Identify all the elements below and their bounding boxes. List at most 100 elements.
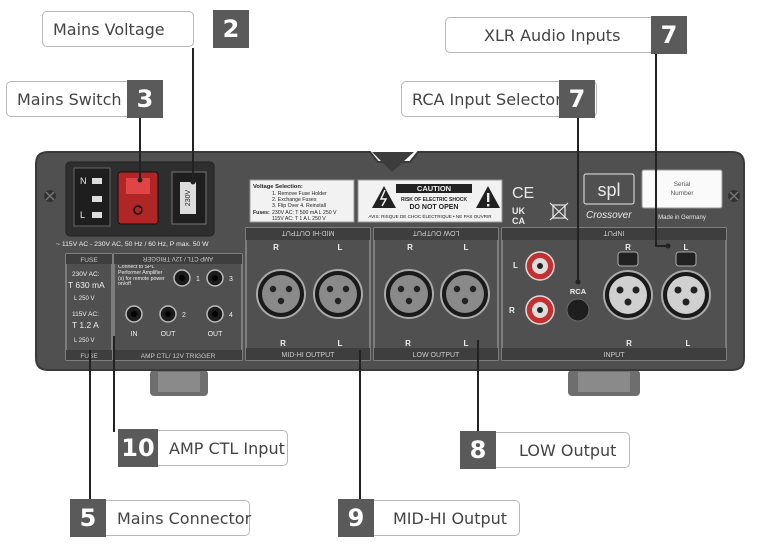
low-top-label: LOW OUTPUT bbox=[412, 229, 459, 236]
rca-l-label: L bbox=[513, 261, 518, 270]
ce-mark: CE bbox=[512, 185, 534, 202]
xlr-in-r-bottom: R bbox=[626, 339, 632, 348]
midhi-output-panel: MID-HI OUTPUT MID-HI OUTPUT R L R L bbox=[245, 227, 371, 361]
rca-selector-button[interactable] bbox=[566, 298, 590, 322]
callout-number: 7 bbox=[559, 80, 595, 118]
fuse-115-label: 115V AC: bbox=[72, 311, 99, 318]
xlr-input-r[interactable] bbox=[603, 251, 653, 320]
screw-left bbox=[44, 190, 56, 202]
midhi-l-bottom: L bbox=[338, 339, 343, 348]
callout-label: Mains Switch bbox=[6, 81, 148, 117]
xlr-output-low-r[interactable] bbox=[384, 269, 434, 319]
callout-mains-switch: Mains Switch 3 bbox=[6, 80, 163, 118]
made-in: Made in Germany bbox=[658, 215, 706, 221]
callout-number: 5 bbox=[70, 499, 106, 537]
mains-rating: ~ 115V AC - 230V AC, 50 Hz / 60 Hz, P ma… bbox=[56, 241, 209, 248]
callout-number: 2 bbox=[213, 10, 249, 48]
low-output-panel: LOW OUTPUT LOW OUTPUT R L R L bbox=[373, 227, 499, 361]
weee-bin-icon bbox=[549, 202, 569, 221]
xlr-output-midhi-l[interactable] bbox=[313, 269, 363, 319]
midhi-r-bottom: R bbox=[280, 339, 286, 348]
callout-mains-connector: Mains Connector 5 bbox=[70, 499, 251, 537]
jack-3[interactable] bbox=[206, 269, 224, 287]
amp-ctl-top-label: AMP CTL / 12V TRIGGER bbox=[142, 255, 213, 261]
callout-number: 7 bbox=[651, 16, 687, 54]
rca-selector-label: RCA bbox=[570, 287, 587, 296]
ukca-mark-bottom: CA bbox=[512, 216, 525, 226]
callout-label: MID-HI Output bbox=[338, 500, 520, 536]
jack-label-out-1: OUT bbox=[161, 331, 177, 338]
callout-number: 10 bbox=[118, 429, 158, 467]
input-bottom-label: INPUT bbox=[604, 352, 626, 359]
fuse-230-value: T 630 mA bbox=[68, 280, 105, 290]
fuse-top-label: FUSE bbox=[80, 257, 98, 264]
serial-line-2: Number bbox=[670, 190, 694, 197]
caution-line-1: RISK OF ELECTRIC SHOCK bbox=[401, 197, 468, 203]
low-l-bottom: L bbox=[464, 339, 469, 348]
callout-low-output: LOW Output 8 bbox=[460, 431, 630, 469]
fuse-115-voltage: L 250 V bbox=[74, 338, 94, 344]
rca-r-label: R bbox=[509, 306, 515, 315]
jack-label-in: IN bbox=[131, 331, 138, 338]
voltage-step-1: 1. Remove Fuse Holder bbox=[272, 191, 327, 197]
xlr-in-l-bottom: L bbox=[686, 339, 691, 348]
callout-number: 8 bbox=[460, 431, 496, 469]
serial-line-1: Serial bbox=[674, 181, 691, 188]
callout-number: 3 bbox=[127, 80, 163, 118]
xlr-in-r-top: R bbox=[625, 243, 631, 252]
jack-label-3: 3 bbox=[229, 276, 233, 283]
jack-label-1: 1 bbox=[196, 276, 200, 283]
voltage-step-2: 2. Exchange Fuses bbox=[272, 197, 317, 203]
rca-input-l[interactable] bbox=[525, 251, 555, 281]
model-name: Crossover bbox=[586, 210, 632, 221]
caution-line-3: AVIS: RISQUE DE CHOC ÉLECTRIQUE • NE PAS… bbox=[368, 213, 492, 219]
amp-ctl-panel: AMP CTL / 12V TRIGGER AMP CTL/ 12V TRIGG… bbox=[113, 253, 243, 361]
screw-right bbox=[728, 190, 740, 202]
brand-logo: spl bbox=[597, 180, 620, 200]
xlr-output-midhi-r[interactable] bbox=[256, 269, 306, 319]
fuses-label: Fuses: bbox=[253, 210, 270, 216]
fuse-spec-230: 230V AC: T 500 mA L 250 V bbox=[272, 210, 337, 216]
jack-label-2: 2 bbox=[182, 312, 186, 319]
connect-note: Connect to SPL Performer Amplifier (s) f… bbox=[118, 265, 165, 288]
voltage-step-3: 3. Flip Over 4. Reinstall bbox=[272, 203, 326, 209]
callout-midhi-output: MID-HI Output 9 bbox=[338, 499, 520, 537]
fuse-spec-115: 115V AC: T 1 A L 250 V bbox=[272, 216, 326, 222]
jack-label-4: 4 bbox=[229, 312, 233, 319]
midhi-l-top: L bbox=[338, 243, 343, 252]
switch-label-l: L bbox=[80, 210, 85, 220]
voltage-value: 230V bbox=[185, 190, 192, 207]
jack-2[interactable] bbox=[159, 305, 177, 323]
brand-logo-box bbox=[583, 173, 635, 205]
xlr-output-low-l[interactable] bbox=[440, 269, 490, 319]
low-bottom-label: LOW OUTPUT bbox=[413, 352, 460, 359]
ukca-mark-top: UK bbox=[512, 206, 525, 216]
input-panel: INPUT INPUT L R RCA R L R L bbox=[501, 227, 727, 361]
callout-xlr-inputs: XLR Audio Inputs 7 bbox=[445, 16, 687, 54]
serial-number-label bbox=[641, 169, 723, 209]
low-r-bottom: R bbox=[405, 339, 411, 348]
fuse-115-value: T 1.2 A bbox=[72, 320, 99, 330]
jack-label-out-2: OUT bbox=[208, 331, 224, 338]
xlr-in-l-top: L bbox=[684, 243, 689, 252]
rca-input-r[interactable] bbox=[525, 295, 555, 325]
fuse-230-label: 230V AC: bbox=[72, 271, 100, 278]
callout-number: 9 bbox=[338, 499, 374, 537]
switch-label-n: N bbox=[80, 176, 87, 186]
callout-label: XLR Audio Inputs bbox=[445, 17, 679, 53]
voltage-selector-window[interactable] bbox=[171, 171, 207, 225]
voltage-selection-title: Voltage Selection: bbox=[253, 184, 303, 190]
caution-title: CAUTION bbox=[417, 184, 451, 193]
leader-lines bbox=[89, 48, 668, 500]
midhi-r-top: R bbox=[273, 243, 279, 252]
caution-line-2: DO NOT OPEN bbox=[409, 204, 458, 211]
jack-4[interactable] bbox=[206, 305, 224, 323]
xlr-input-l[interactable] bbox=[661, 251, 711, 320]
jack-1[interactable] bbox=[173, 269, 191, 287]
jack-in[interactable] bbox=[125, 305, 143, 323]
input-top-label: INPUT bbox=[603, 229, 625, 236]
voltage-selection-label bbox=[249, 179, 355, 223]
midhi-top-label: MID-HI OUTPUT bbox=[281, 229, 335, 236]
callout-mains-voltage: Mains Voltage 2 bbox=[42, 10, 249, 48]
